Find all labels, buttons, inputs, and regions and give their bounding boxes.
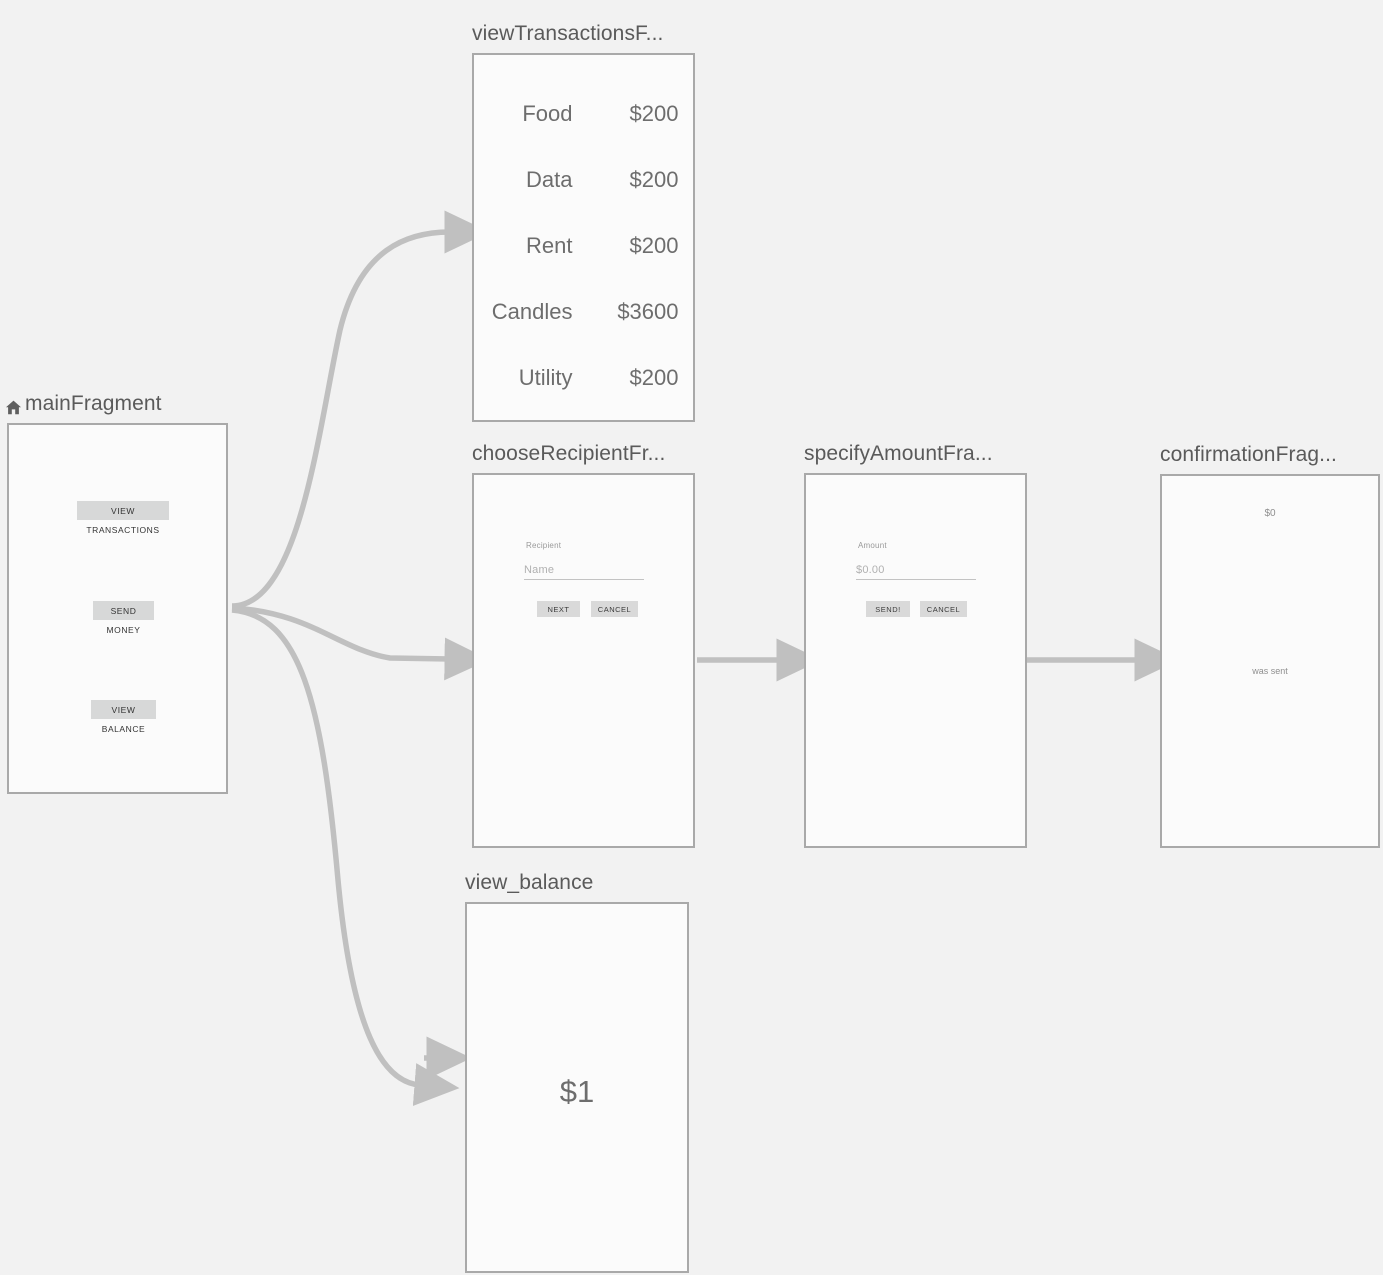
balance-amount: $1 [559,1074,595,1109]
node-title-choose-recipient: chooseRecipientFr... [472,442,666,465]
transaction-amount: $3600 [617,299,679,324]
transaction-category: Food [522,101,573,126]
node-view-transactions-fragment[interactable]: viewTransactionsF... Food $200 Data $200… [472,22,695,422]
next-button[interactable]: NEXT [537,601,580,617]
transaction-row: Food $200 [474,81,693,147]
send-money-button[interactable]: SEND MONEY [93,601,154,635]
node-frame-specify-amount[interactable]: Amount $0.00 SEND! CANCEL [804,473,1027,848]
confirmation-message: was sent [1252,666,1288,676]
transaction-amount: $200 [629,167,679,192]
amount-field-label: Amount [858,541,887,550]
edge-main-to-choose-recipient[interactable] [231,605,490,681]
cancel-button[interactable]: CANCEL [591,601,638,617]
node-view-balance-fragment[interactable]: view_balance $1 [465,871,689,1273]
send-button[interactable]: SEND! [866,601,910,617]
node-specify-amount-fragment[interactable]: specifyAmountFra... Amount $0.00 SEND! C… [804,442,1027,848]
node-frame-confirmation[interactable]: $0 was sent [1160,474,1380,848]
node-title-view-balance: view_balance [465,871,594,894]
node-title-text: mainFragment [25,392,162,415]
node-title-specify-amount: specifyAmountFra... [804,442,993,465]
node-title-view-transactions: viewTransactionsF... [472,22,664,45]
transaction-category: Candles [491,299,573,324]
node-frame-view-balance[interactable]: $1 [465,902,689,1273]
cancel-button[interactable]: CANCEL [920,601,967,617]
node-choose-recipient-fragment[interactable]: chooseRecipientFr... Recipient Name NEXT… [472,442,695,848]
transaction-amount: $200 [629,365,679,390]
transaction-row: Data $200 [474,147,693,213]
transaction-row: Utility $200 [474,345,693,411]
transaction-category: Utility [518,365,573,390]
node-main-fragment[interactable]: mainFragment VIEW TRANSACTIONS SEND MONE… [6,392,228,794]
transaction-row: Candles $3600 [474,279,693,345]
node-frame-main-fragment[interactable]: VIEW TRANSACTIONS SEND MONEY VIEW BALANC… [7,423,228,794]
recipient-field-label: Recipient [526,541,562,550]
confirmation-amount: $0 [1264,508,1276,519]
transaction-amount: $200 [629,233,679,258]
transaction-row: Rent $200 [474,213,693,279]
node-frame-choose-recipient[interactable]: Recipient Name NEXT CANCEL [472,473,695,848]
view-balance-button[interactable]: VIEW BALANCE [91,700,156,734]
node-frame-view-transactions[interactable]: Food $200 Data $200 Rent $200 Candles $3… [472,53,695,422]
recipient-name-input[interactable]: Name [524,564,644,580]
transaction-category: Rent [526,233,573,258]
node-title-confirmation: confirmationFrag... [1160,443,1337,466]
transaction-amount: $200 [629,101,679,126]
transactions-list: Food $200 Data $200 Rent $200 Candles $3… [474,81,693,411]
node-confirmation-fragment[interactable]: confirmationFrag... $0 was sent [1160,443,1380,848]
home-icon [5,397,22,414]
node-title-main-fragment: mainFragment [5,391,162,417]
edge-main-to-view-transactions[interactable] [231,210,490,609]
edge-main-to-view-balance[interactable] [231,607,460,1106]
amount-input[interactable]: $0.00 [856,564,976,580]
transaction-category: Data [526,167,573,192]
view-transactions-button[interactable]: VIEW TRANSACTIONS [77,501,169,535]
